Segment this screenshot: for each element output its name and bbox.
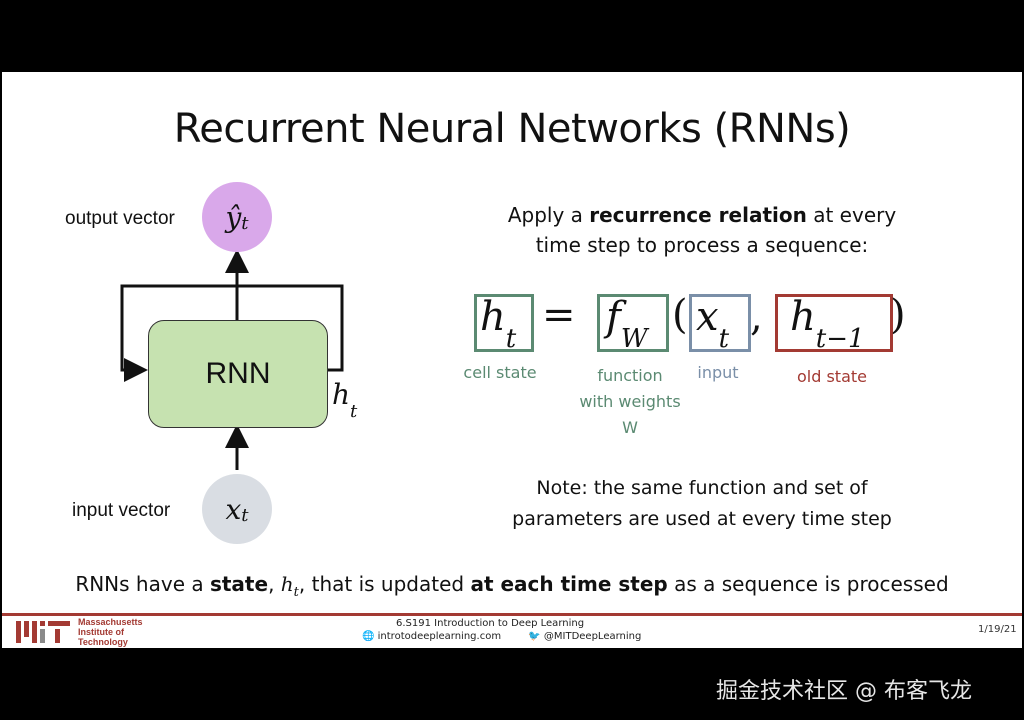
- twitter-icon: 🐦: [528, 631, 541, 642]
- eq-equals: =: [542, 292, 576, 338]
- eq-function: fW: [606, 294, 648, 354]
- rnn-diagram-arrows: [120, 249, 344, 470]
- course-title: 6.S191 Introduction to Deep Learning: [396, 618, 585, 629]
- cell-state-annotation: cell state: [463, 363, 537, 382]
- footer-center: 6.S191 Introduction to Deep Learning 🌐 i…: [362, 618, 662, 642]
- old-state-annotation: old state: [796, 367, 867, 386]
- eq-comma: ,: [750, 294, 763, 340]
- input-box: [689, 294, 751, 352]
- old-state-box: [775, 294, 893, 352]
- mit-wordmark: Massachusetts Institute of Technology: [78, 617, 143, 647]
- recurrence-loop: [120, 284, 344, 382]
- eq-old-state: ht−1: [790, 294, 865, 354]
- watermark: 掘金技术社区 @ 布客飞龙: [716, 679, 972, 704]
- function-box: [597, 294, 669, 352]
- recurrence-relation-emphasis: recurrence relation: [589, 203, 807, 227]
- website-link[interactable]: introtodeeplearning.com: [377, 631, 502, 642]
- cell-state-box: [474, 294, 534, 352]
- slide-title: Recurrent Neural Networks (RNNs): [173, 106, 851, 152]
- output-vector-label: output vector: [65, 208, 175, 229]
- output-subscript: t: [241, 212, 249, 234]
- output-symbol: ŷ: [225, 200, 242, 234]
- note-text: Note: the same function and set of param…: [512, 477, 892, 530]
- input-subscript: t: [241, 504, 249, 526]
- eq-lhs: ht: [480, 294, 517, 354]
- input-symbol: x: [225, 492, 242, 526]
- rnn-cell-label: RNN: [205, 357, 271, 390]
- input-annotation: input: [697, 363, 739, 382]
- mit-logo: [16, 621, 70, 643]
- eq-open-paren: (: [672, 292, 688, 338]
- hidden-state-label: ht: [332, 378, 358, 422]
- rnn-cell: RNN: [148, 320, 328, 428]
- input-vector-label: input vector: [72, 500, 171, 521]
- slide-date: 1/19/21: [978, 624, 1017, 635]
- globe-icon: 🌐: [362, 631, 375, 642]
- twitter-handle[interactable]: @MITDeepLearning: [543, 631, 642, 642]
- function-annotation: function with weights W: [579, 366, 681, 437]
- eq-close-paren: ): [890, 292, 906, 338]
- footer-divider: [2, 613, 1022, 616]
- slide: Recurrent Neural Networks (RNNs) output …: [2, 72, 1022, 648]
- eq-input: xt: [696, 294, 730, 354]
- summary-text: RNNs have a state, ht, that is updated a…: [75, 572, 949, 600]
- intro-text: Apply a recurrence relation at every tim…: [507, 203, 897, 257]
